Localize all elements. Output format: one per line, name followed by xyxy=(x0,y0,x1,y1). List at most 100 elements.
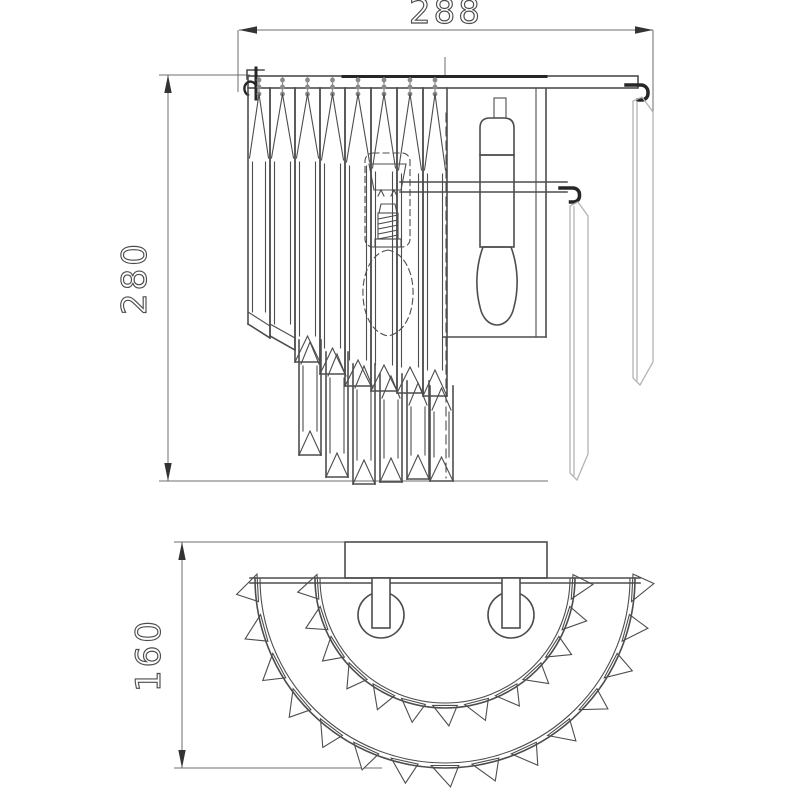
crystal-triangle-icon xyxy=(319,717,344,749)
top-facet xyxy=(381,374,401,399)
thread-line xyxy=(377,214,399,220)
pin-bead-icon xyxy=(330,84,335,90)
inner-arc xyxy=(314,577,576,709)
socket-clip xyxy=(377,188,385,197)
socket-stem xyxy=(371,577,391,629)
crystal-triangle-icon xyxy=(429,764,460,788)
top-chamfer xyxy=(434,93,447,171)
crystal-strip xyxy=(344,87,372,387)
bottom-facet xyxy=(429,456,443,482)
top-chamfer xyxy=(423,93,436,171)
top-chamfer xyxy=(409,93,423,171)
bottom-facet xyxy=(370,364,385,392)
crystal-triangle-icon xyxy=(546,717,577,742)
pin-bead-icon xyxy=(381,84,387,90)
pin-bead-icon xyxy=(305,77,310,83)
bottom-facet xyxy=(357,359,372,387)
top-chamfer xyxy=(383,93,397,169)
bottom-facet xyxy=(309,430,322,456)
top-chamfer xyxy=(371,93,385,169)
pin-bead-icon xyxy=(355,84,361,90)
dimension-height-label: 280 xyxy=(115,241,155,315)
outer-arc xyxy=(254,577,636,769)
socket-stem xyxy=(501,577,521,629)
pin-bead-icon xyxy=(407,84,413,90)
crystal-triangle-icon xyxy=(470,757,500,782)
top-facet xyxy=(354,364,374,389)
top-chamfer xyxy=(295,93,309,159)
bottom-facet xyxy=(352,459,365,485)
crystal-triangle-icon xyxy=(561,605,588,631)
top-chamfer xyxy=(345,93,359,163)
socket-cap xyxy=(378,203,398,214)
top-facet xyxy=(327,352,347,377)
thread-line xyxy=(377,219,399,225)
plan-sockets xyxy=(357,577,535,639)
bottom-facet xyxy=(417,454,430,480)
bottom-facet xyxy=(396,366,411,394)
crystal-triangle-icon xyxy=(288,687,312,719)
pin-bead-icon xyxy=(381,77,387,83)
pin-bead-icon xyxy=(280,77,285,83)
crystal-triangle-icon xyxy=(431,704,459,727)
frame-arcs xyxy=(249,577,641,769)
dimension-depth-label: 160 xyxy=(129,618,169,692)
thread-line xyxy=(377,229,399,235)
top-chamfer xyxy=(357,93,371,163)
top-facet xyxy=(431,386,452,411)
bottom-slant xyxy=(246,322,272,340)
top-chamfer xyxy=(397,93,411,171)
crystal-strip xyxy=(319,87,346,375)
arrowhead-left-icon xyxy=(239,26,257,34)
left-hook-icon xyxy=(243,80,258,97)
crystal-triangle-icon xyxy=(621,613,649,643)
bottom-slant xyxy=(269,323,296,339)
top-chamfer xyxy=(281,93,295,159)
bottom-facet xyxy=(440,456,454,482)
top-facet xyxy=(300,340,320,365)
bottom-slant xyxy=(268,334,297,352)
socket-cup xyxy=(368,163,407,191)
crystal-triangle-icon xyxy=(570,573,594,601)
arrowhead-down-icon xyxy=(178,750,186,768)
crystal-triangle-icon xyxy=(400,697,427,724)
pin-bead-icon xyxy=(432,84,438,90)
top-chamfer xyxy=(306,93,320,159)
wall-plate-plan xyxy=(344,541,548,579)
arrowhead-up-icon xyxy=(178,542,186,560)
outer-crystal-ring xyxy=(235,572,655,788)
inner-arc-inner-line xyxy=(319,577,571,704)
front-view: 288 280 xyxy=(114,0,654,485)
outer-arc-inner-line xyxy=(259,577,631,764)
socket-cap xyxy=(479,117,515,156)
crystal-triangle-icon xyxy=(577,687,609,711)
long-crystal xyxy=(569,201,589,482)
crystal-strip xyxy=(422,87,448,397)
crystal-triangle-icon xyxy=(244,613,269,642)
bottom-slant xyxy=(247,311,271,327)
bottom-facet xyxy=(325,452,338,478)
pin-bead-icon xyxy=(432,77,438,83)
crystal-strip-lower xyxy=(406,380,430,480)
pin-bead-icon xyxy=(256,84,262,90)
crystal-strip xyxy=(268,87,297,352)
crystal-triangle-icon xyxy=(235,572,260,603)
bottom-facet xyxy=(294,335,309,363)
thread-line xyxy=(377,234,399,240)
right-socket-assembly xyxy=(476,97,518,326)
candle-bulb xyxy=(476,246,518,326)
crystal-strip-lower xyxy=(325,351,349,478)
crystal-strip-lower xyxy=(429,385,454,482)
crystal-strip xyxy=(246,87,272,340)
mid-hook-icon xyxy=(558,186,582,204)
dimension-width: 288 xyxy=(237,0,654,115)
crystal-strip-lower xyxy=(352,363,376,485)
backplate xyxy=(442,78,547,479)
bottom-facet xyxy=(344,359,359,387)
crystal-triangle-icon xyxy=(521,661,550,685)
socket-clip xyxy=(390,188,398,197)
crystal-strip xyxy=(294,87,321,363)
top-facet xyxy=(408,381,428,406)
